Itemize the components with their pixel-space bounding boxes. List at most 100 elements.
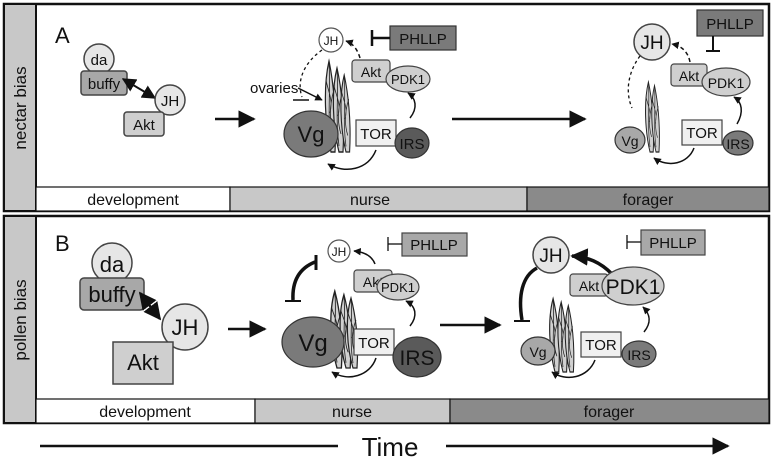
vg-label-forager-b: Vg xyxy=(529,344,546,360)
jh-circle-nurse-a xyxy=(318,27,344,53)
stage-label-nurse-b: nurse xyxy=(332,404,372,421)
akt-to-jh-arrow-nurse-b xyxy=(353,247,376,265)
phllp-label-nurse-b: PHLLP xyxy=(410,237,458,254)
tor-box-forager-b xyxy=(580,331,622,358)
buffy-label: buffy xyxy=(88,76,121,93)
pdk1-label-nurse-a: PDK1 xyxy=(391,72,425,87)
irs-label-forager-a: IRS xyxy=(726,136,749,152)
pdk1-ellipse-nurse-a xyxy=(385,65,431,93)
panel-b-letter: B xyxy=(55,231,70,256)
tor-to-vg-arrow-a xyxy=(327,149,377,171)
jh-label-forager-a: JH xyxy=(640,33,663,54)
ovaries-label: ovaries xyxy=(250,80,298,97)
time-label: Time xyxy=(362,432,419,460)
panel-b-side-bar xyxy=(3,215,37,424)
jh-label-nurse-b: JH xyxy=(332,245,347,259)
tor-label-forager-a: TOR xyxy=(686,125,718,142)
panel-b: pollen bias B da buffy JH Akt JH PHLLP A… xyxy=(2,214,771,425)
tor-box-forager-a xyxy=(681,119,723,146)
vg-ellipse-forager-b xyxy=(520,336,556,366)
phllp-label-forager-a: PHLLP xyxy=(706,16,754,33)
pdk1-label-forager-b: PDK1 xyxy=(606,276,661,299)
akt-label-forager-b: Akt xyxy=(579,278,599,294)
stage-label-forager-a: forager xyxy=(623,192,674,209)
irs-to-pdk1-arrow-a xyxy=(407,92,416,119)
stage-label-development-a: development xyxy=(87,192,179,209)
ovaries-pointer xyxy=(297,87,323,101)
akt-label-dev: Akt xyxy=(133,117,156,134)
pdk1-to-jh-arrow-forager-b xyxy=(570,248,614,276)
irs-ellipse-nurse-a xyxy=(394,127,430,159)
panel-a-side-bar xyxy=(3,3,37,212)
pdk1-ellipse-nurse-b xyxy=(376,273,420,301)
akt-label-forager-a: Akt xyxy=(679,68,699,84)
vg-label-nurse-b: Vg xyxy=(298,330,327,357)
irs-label-nurse-a: IRS xyxy=(399,136,424,153)
akt-to-jh-dashed-nurse-a xyxy=(345,39,361,59)
vg-label-forager-a: Vg xyxy=(621,133,638,149)
da-label: da xyxy=(91,52,108,69)
vg-label-nurse-a: Vg xyxy=(298,122,325,147)
da-label-b: da xyxy=(100,252,125,277)
pdk1-ellipse-forager-a xyxy=(701,67,751,97)
akt-box-dev-b xyxy=(112,341,174,385)
panel-a: nectar bias A da buffy JH Akt JH PHLLP o… xyxy=(2,2,771,213)
akt-box-dev xyxy=(123,111,165,137)
tor-label-nurse-a: TOR xyxy=(360,126,392,143)
irs-label-forager-b: IRS xyxy=(627,347,650,363)
tor-label-nurse-b: TOR xyxy=(358,335,390,352)
buffy-label-b: buffy xyxy=(88,282,135,307)
panel-b-side-label: pollen bias xyxy=(11,279,30,360)
stage-label-development-b: development xyxy=(99,404,191,421)
buffy-jh-double-arrow xyxy=(121,78,157,99)
pdk1-label-nurse-b: PDK1 xyxy=(381,280,415,295)
pdk1-label-forager-a: PDK1 xyxy=(708,75,745,91)
irs-to-pdk1-arrow-forager-b xyxy=(642,306,651,333)
vg-ellipse-nurse-a xyxy=(283,110,339,158)
irs-to-pdk1-arrow-b xyxy=(405,300,416,327)
panel-a-letter: A xyxy=(55,23,70,48)
vg-ellipse-forager-a xyxy=(614,126,646,154)
phllp-box-forager-a xyxy=(696,9,764,37)
phllp-label-nurse-a: PHLLP xyxy=(399,31,447,48)
tor-box-nurse-b xyxy=(353,328,395,356)
jh-circle-nurse-b xyxy=(327,239,351,263)
jh-to-ovaries-inhibit-b xyxy=(291,260,316,301)
irs-ellipse-nurse-b xyxy=(392,336,442,378)
stage-label-forager-b: forager xyxy=(584,404,635,421)
irs-label-nurse-b: IRS xyxy=(399,347,434,370)
jh-label-dev: JH xyxy=(161,93,179,110)
pdk1-ellipse-forager-b xyxy=(601,266,665,306)
akt-label-nurse-a: Akt xyxy=(361,64,381,80)
stage-bar-nurse-b xyxy=(254,398,451,424)
stage-label-nurse-a: nurse xyxy=(350,192,390,209)
tor-to-vg-arrow-b xyxy=(331,357,377,379)
jh-to-ovaries-dashed-a xyxy=(299,49,323,98)
jh-circle-forager-b xyxy=(532,236,570,274)
tor-label-forager-b: TOR xyxy=(585,337,617,354)
stage-bar-development-b xyxy=(35,398,256,424)
panel-a-side-label: nectar bias xyxy=(11,66,30,149)
jh-circle-forager-a xyxy=(633,23,671,61)
stage-bar-forager-a xyxy=(526,186,770,212)
stage-bar-nurse-a xyxy=(229,186,528,212)
akt-label-dev-b: Akt xyxy=(127,350,159,375)
tor-to-vg-arrow-forager-a xyxy=(653,147,695,165)
buffy-jh-double-arrow-b xyxy=(138,291,162,321)
vg-ellipse-nurse-b xyxy=(281,316,345,368)
jh-label-nurse-a: JH xyxy=(324,34,339,48)
tor-to-vg-arrow-forager-b xyxy=(551,359,596,379)
stage-bar-development-a xyxy=(35,186,231,212)
jh-label-forager-b: JH xyxy=(539,246,562,267)
stage-bar-forager-b xyxy=(449,398,770,424)
irs-ellipse-forager-b xyxy=(621,340,657,368)
jh-to-ovaries-inhibit-forager-b xyxy=(518,266,538,321)
phllp-box-forager-b xyxy=(640,229,706,256)
irs-ellipse-forager-a xyxy=(722,130,754,156)
jh-label-dev-b: JH xyxy=(172,315,199,340)
jh-circle-dev xyxy=(154,84,186,116)
phllp-label-forager-b: PHLLP xyxy=(649,235,697,252)
tor-box-nurse-a xyxy=(355,119,397,147)
irs-to-pdk1-arrow-forager-a xyxy=(733,96,742,125)
